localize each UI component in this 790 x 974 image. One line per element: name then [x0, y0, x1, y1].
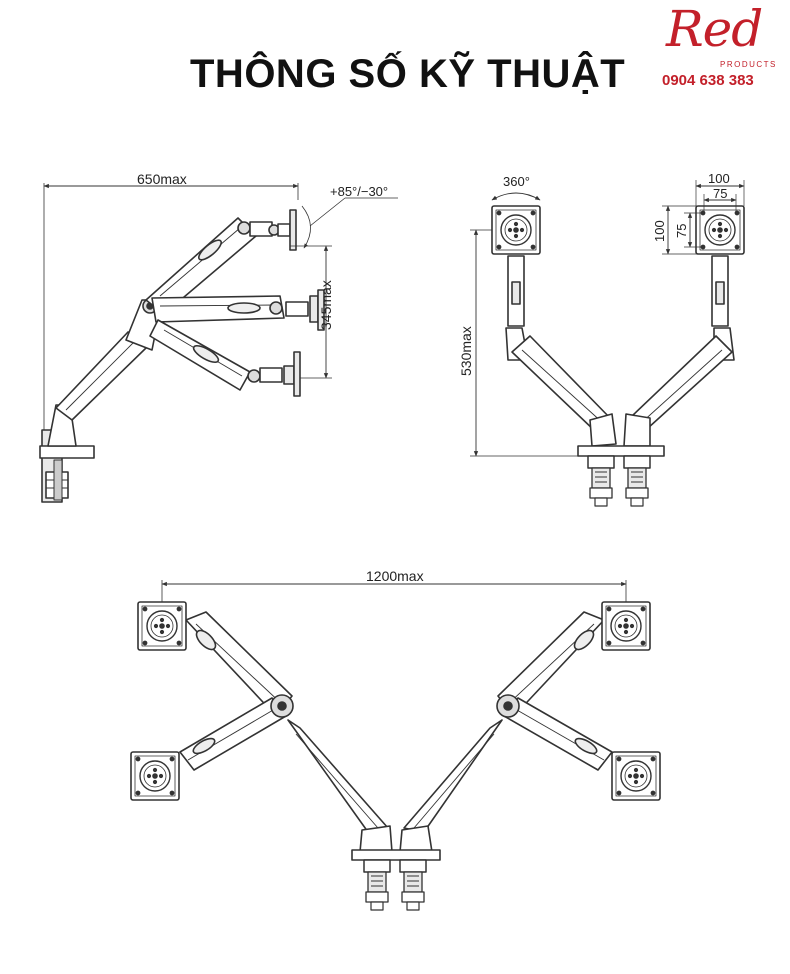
swivel-label: 360° — [503, 174, 530, 189]
vesa-inner-width-label: 75 — [713, 186, 727, 201]
side-view-drawing — [39, 183, 398, 503]
logo-wordmark: Red — [666, 0, 763, 58]
side-width-label: 650max — [137, 171, 187, 187]
page-title: THÔNG SỐ KỸ THUẬT — [190, 52, 626, 96]
front-height-label: 530max — [458, 326, 474, 376]
logo-subtitle: PRODUCTS — [720, 60, 777, 69]
vesa-outer-height-label: 100 — [652, 220, 667, 242]
top-view-drawing — [130, 580, 661, 911]
vesa-outer-width-label: 100 — [708, 171, 730, 186]
vesa-inner-height-label: 75 — [674, 224, 689, 238]
brand-logo: Red PRODUCTS 0904 638 383 — [662, 0, 782, 96]
side-height-label: 345max — [318, 280, 334, 330]
front-view-drawing — [470, 180, 745, 507]
logo-phone: 0904 638 383 — [662, 72, 754, 89]
top-span-label: 1200max — [366, 568, 424, 584]
tilt-label: +85°/−30° — [330, 184, 388, 199]
